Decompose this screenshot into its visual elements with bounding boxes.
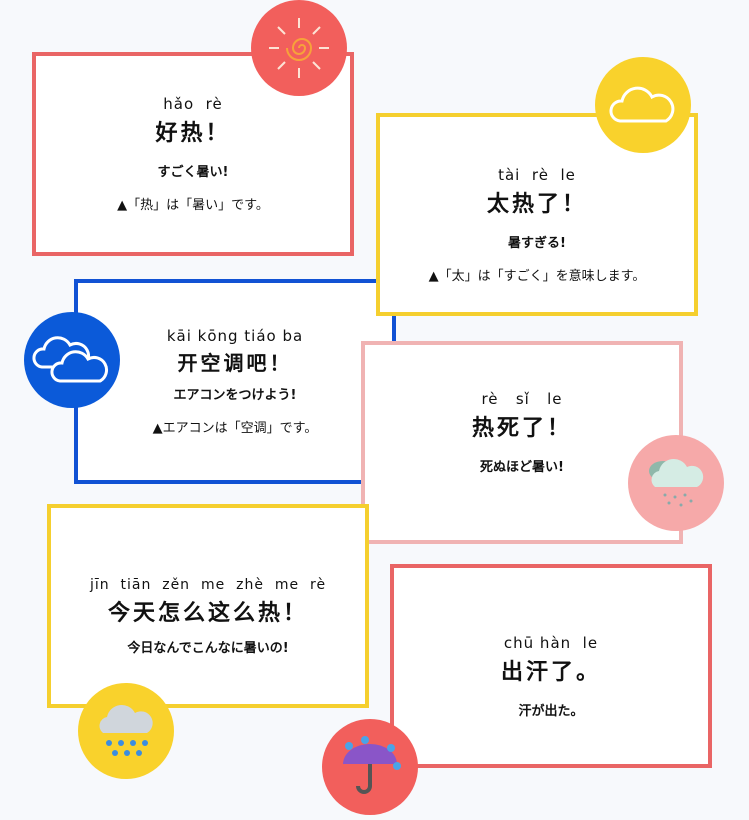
note: ▲「热」は「暑い」です。: [117, 198, 269, 213]
hanzi: 热死了！: [471, 416, 572, 441]
pinyin: hǎo rè: [163, 95, 223, 113]
pinyin: tài rè le: [498, 165, 576, 184]
japanese: 死ぬほど暑い!: [480, 460, 564, 475]
hanzi: 今天怎么这么热！: [107, 600, 308, 626]
pinyin: chū hàn le: [503, 633, 599, 652]
clouds-icon: [24, 312, 120, 408]
sun-icon: [251, 0, 347, 96]
hanzi: 出汗了。: [500, 659, 601, 685]
hanzi: 好热！: [155, 121, 231, 146]
card-kai-kong-tiao: kāi kōng tiáo ba 开空调吧！ エアコンをつけよう! ▲エアコンは…: [74, 279, 396, 484]
pinyin: jīn tiān zěn me zhè me rè: [89, 576, 327, 593]
rain-cloud-icon: [628, 435, 724, 531]
card-chu-han-le: chū hàn le 出汗了。 汗が出た。: [390, 564, 712, 768]
hanzi: 太热了！: [486, 191, 587, 217]
rain-cloud-icon: [78, 683, 174, 779]
japanese: 今日なんでこんなに暑いの!: [127, 640, 289, 656]
note: ▲「太」は「すごく」を意味します。: [428, 268, 646, 284]
hanzi: 开空调吧！: [177, 351, 293, 375]
card-jin-tian: jīn tiān zěn me zhè me rè 今天怎么这么热！ 今日なんで…: [47, 504, 369, 708]
note: ▲エアコンは「空调」です。: [152, 421, 318, 436]
japanese: すごく暑い!: [157, 165, 229, 180]
pinyin: rè sǐ le: [481, 390, 563, 408]
japanese: 暑すぎる!: [508, 235, 566, 251]
japanese: エアコンをつけよう!: [173, 388, 297, 403]
japanese: 汗が出た。: [518, 703, 584, 719]
card-re-si-le: rè sǐ le 热死了！ 死ぬほど暑い!: [361, 341, 683, 544]
umbrella-rain-icon: [322, 719, 418, 815]
pinyin: kāi kōng tiáo ba: [166, 327, 304, 345]
cloud-icon: [595, 57, 691, 153]
